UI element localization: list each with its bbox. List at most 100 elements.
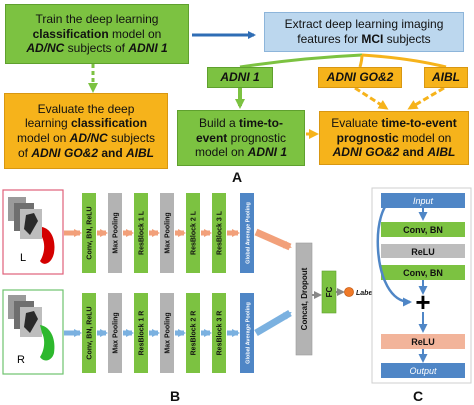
left-layer-label-2: Max Pooling <box>113 212 120 253</box>
left-layer-3 <box>134 193 148 273</box>
eval-tte-line-2-rest: model on <box>398 130 452 145</box>
panel-a-letter: A <box>231 169 243 186</box>
eval-tte-line-1-rest: Evaluate <box>331 116 382 131</box>
eval-cls-adni-go2: ADNI GO&2 <box>31 145 98 160</box>
eval-tte-bold: time-to-event <box>381 116 457 131</box>
skip-connection <box>376 198 412 307</box>
eval-cls-line-3-rest: model on <box>16 131 70 145</box>
conv-bn-block-2 <box>381 265 465 280</box>
aibl-label: AIBL <box>432 70 460 85</box>
right-layer-label-1: Conv, BN, ReLU <box>87 306 94 359</box>
output-text: Output <box>409 366 437 376</box>
relu-block-1 <box>381 244 465 258</box>
adni-go2-label: ADNI GO&2 <box>326 70 394 85</box>
train-adnc: AD/NC <box>26 41 65 56</box>
build-prognostic-box: Build a time-to- event prognostic model … <box>177 110 305 166</box>
adni1-cohort-box: ADNI 1 <box>207 67 273 88</box>
right-layer-6 <box>212 293 226 373</box>
eval-cls-adnc: AD/NC <box>69 131 108 145</box>
right-layer-5 <box>186 293 200 373</box>
right-layer-label-4: Max Pooling <box>165 312 172 353</box>
label-output-text: Label <box>356 290 375 297</box>
concat-dropout-block <box>295 242 313 356</box>
eval-tte-prognostic: prognostic <box>336 130 399 145</box>
eval-tte-and: and <box>399 145 428 160</box>
train-line-2-rest: model on <box>108 26 162 41</box>
left-hippocampus-image <box>2 189 64 275</box>
conv-bn-block-1 <box>381 222 465 237</box>
fan-to-adni-go2 <box>358 54 364 68</box>
train-adni1: ADNI 1 <box>128 41 168 56</box>
left-layer-label-5: ResBlock 2 L <box>191 210 198 255</box>
left-layer-4 <box>160 193 174 273</box>
eval-cls-line-3-tail: subjects <box>107 131 156 145</box>
train-line-1: Train the deep learning <box>35 12 159 27</box>
eval-tte-adni-go2: ADNI GO&2 <box>332 145 400 160</box>
extract-line-2-rest: features for <box>297 32 362 46</box>
eval-cls-line-1: Evaluate the deep <box>37 101 135 116</box>
arrow-aibl-to-evaluate <box>407 86 445 110</box>
left-layer-label-1: Conv, BN, ReLU <box>87 206 94 259</box>
right-layer-label-6: ResBlock 3 R <box>217 311 224 356</box>
label-output-dot <box>344 287 354 297</box>
panel-b-label: B <box>170 388 180 404</box>
eval-cls-aibl: AIBL <box>126 145 155 160</box>
left-layer-label-7: Global Average Pooling <box>246 202 252 264</box>
eval-tte-aibl: AIBL <box>427 145 456 160</box>
extract-line-2-tail: subjects <box>383 32 431 46</box>
fan-to-aibl <box>361 53 447 69</box>
merge-arrow-left <box>254 228 292 251</box>
fc-label: FC <box>325 286 334 297</box>
add-symbol: + <box>415 287 430 317</box>
eval-cls-line-4-rest: of <box>17 145 32 160</box>
conv-bn-text-2: Conv, BN <box>403 268 443 278</box>
right-layer-4 <box>160 293 174 373</box>
input-text: Input <box>413 196 434 206</box>
relu-block-2 <box>381 334 465 349</box>
panel-c-label: C <box>413 388 423 404</box>
left-layer-label-6: ResBlock 3 L <box>217 210 224 255</box>
concat-dropout-label: Concat, Dropout <box>300 267 309 330</box>
build-adni1: ADNI 1 <box>247 145 288 160</box>
adni-go2-cohort-box: ADNI GO&2 <box>318 67 402 88</box>
right-layer-7 <box>240 293 254 373</box>
build-line-3-rest: model on <box>194 145 248 160</box>
left-layer-1 <box>82 193 96 273</box>
output-block <box>381 363 465 378</box>
train-classification-box: Train the deep learning classification m… <box>5 4 189 64</box>
fan-to-adni1 <box>239 53 363 69</box>
right-layer-3 <box>134 293 148 373</box>
aibl-cohort-box: AIBL <box>424 67 468 88</box>
left-layer-5 <box>186 193 200 273</box>
eval-cls-line-2-rest: learning <box>24 116 71 131</box>
build-line-2-rest: prognostic <box>227 130 287 145</box>
right-layer-label-7: Global Average Pooling <box>246 302 252 364</box>
left-layer-label-3: ResBlock 1 L <box>139 210 146 255</box>
left-layer-6 <box>212 193 226 273</box>
extract-mci: MCI <box>361 32 384 46</box>
right-layer-label-5: ResBlock 2 R <box>191 311 198 356</box>
eval-cls-bold: classification <box>71 116 148 131</box>
build-event: event <box>195 130 228 145</box>
red-hippocampus-shape <box>40 227 55 264</box>
panel-a-label: A <box>222 169 252 186</box>
left-layer-label-4: Max Pooling <box>165 212 172 253</box>
relu-text-1: ReLU <box>411 247 435 257</box>
train-line-3-rest: subjects of <box>64 41 129 56</box>
conv-bn-text-1: Conv, BN <box>403 225 443 235</box>
build-time-to: time-to- <box>239 116 283 131</box>
train-bold-classification: classification <box>32 26 109 41</box>
right-layer-2 <box>108 293 122 373</box>
left-branch-layers: Conv, BN, ReLU Max Pooling ResBlock 1 L Max… <box>64 193 254 273</box>
extract-features-box: Extract deep learning imaging features f… <box>264 12 464 52</box>
eval-cls-and: and <box>98 145 127 160</box>
right-layer-1 <box>82 293 96 373</box>
left-layer-7 <box>240 193 254 273</box>
input-block <box>381 193 465 208</box>
right-layer-label-2: Max Pooling <box>113 312 120 353</box>
right-image-label: R <box>17 354 25 366</box>
build-line-1-rest: Build a <box>198 116 239 131</box>
